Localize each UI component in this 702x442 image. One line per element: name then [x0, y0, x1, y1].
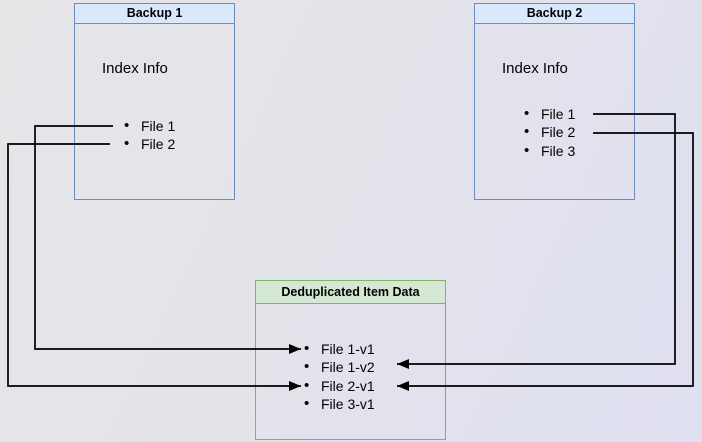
list-item: File 2 — [523, 123, 575, 142]
backup1-title: Backup 1 — [75, 4, 234, 24]
backup2-index-info-label: Index Info — [502, 60, 568, 77]
backup1-file-list: File 1 File 2 — [123, 117, 175, 154]
list-item: File 1 — [123, 117, 175, 136]
backup2-title: Backup 2 — [475, 4, 634, 24]
list-item: File 3 — [523, 142, 575, 161]
list-item: File 1-v2 — [303, 358, 375, 377]
list-item: File 2-v1 — [303, 377, 375, 396]
dedup-title: Deduplicated Item Data — [256, 281, 445, 304]
backup1-box: Backup 1 Index Info File 1 File 2 — [74, 3, 235, 200]
list-item: File 3-v1 — [303, 395, 375, 414]
backup2-file-list: File 1 File 2 File 3 — [523, 105, 575, 161]
backup1-index-info-label: Index Info — [102, 60, 168, 77]
dedup-file-list: File 1-v1 File 1-v2 File 2-v1 File 3-v1 — [303, 340, 375, 414]
list-item: File 1-v1 — [303, 340, 375, 359]
deduplicated-item-data-box: Deduplicated Item Data File 1-v1 File 1-… — [255, 280, 446, 440]
backup2-box: Backup 2 Index Info File 1 File 2 File 3 — [474, 3, 635, 200]
list-item: File 2 — [123, 135, 175, 154]
list-item: File 1 — [523, 105, 575, 124]
